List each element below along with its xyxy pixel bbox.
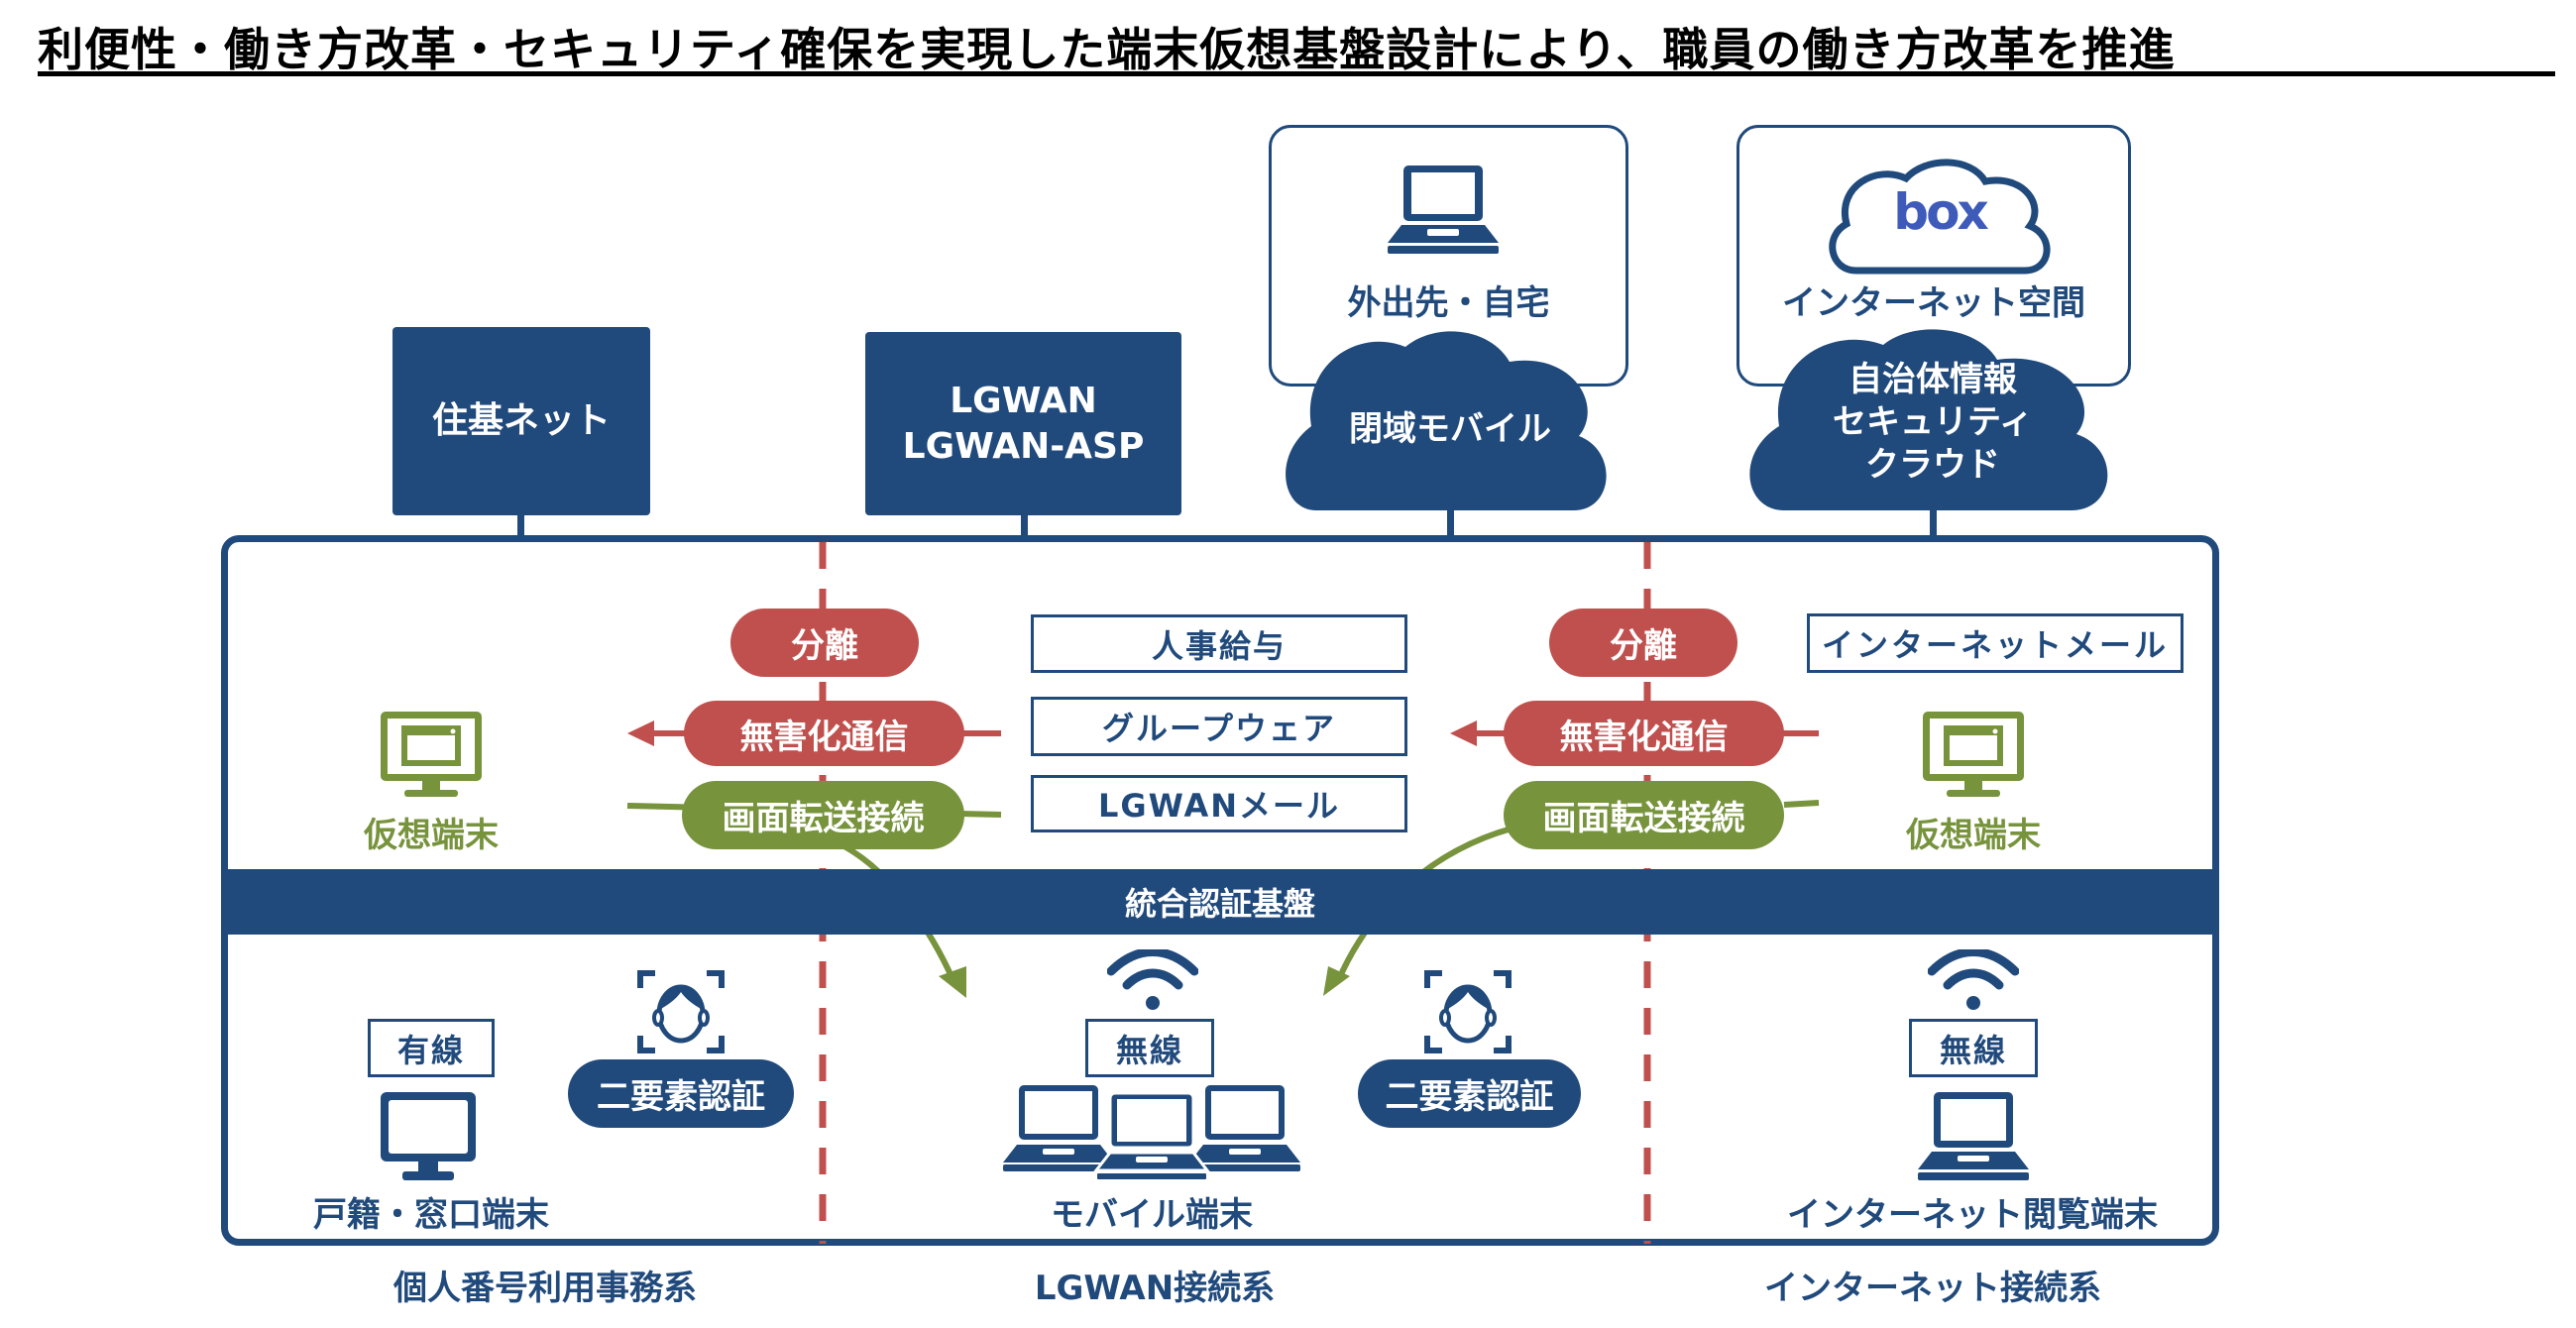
sanitize-arrowhead-right [1450,720,1477,746]
internet-browsing-terminal-label: インターネット閲覧端末 [1787,1195,2158,1235]
wifi-icon-internet [1928,949,2019,1010]
mobile-terminal-label: モバイル端末 [1051,1195,1253,1235]
face-auth-icon-left [637,970,725,1053]
title-underline [38,71,2555,76]
box-logo: box [1893,183,1988,241]
segment-name-lgwan: LGWAN接続系 [1034,1269,1276,1308]
laptop-icon [1388,166,1499,254]
service-internet-mail: インターネットメール [1807,613,2184,673]
sanitize-badge-right: 無害化通信 [1504,701,1784,766]
face-auth-icon-right [1424,970,1512,1053]
closed-mobile-cloud [1286,331,1607,510]
sanitize-badge-left: 無害化通信 [684,701,964,766]
screen-transfer-arrowhead-left [939,966,966,998]
outside-home-label: 外出先・自宅 [1347,283,1550,323]
service-hr-payroll: 人事給与 [1031,614,1407,673]
box-cloud-icon [1829,159,2051,275]
lgwan-node: LGWAN LGWAN-ASP [865,332,1181,515]
closed-mobile-label: 閉域モバイル [1349,409,1551,449]
internet-laptop-icon [1918,1092,2029,1180]
screen-transfer-line-right [1783,800,1820,808]
desktop-monitor-icon [381,1092,476,1180]
virtual-terminal-label-left: 仮想端末 [364,816,499,855]
wireless-label-internet: 無線 [1909,1019,2038,1077]
closed-mobile-connector [1447,510,1454,539]
screen-transfer-arrowhead-right [1323,966,1350,996]
service-groupware: グループウェア [1031,697,1407,756]
wired-label: 有線 [368,1019,495,1077]
two-factor-auth-badge-left: 二要素認証 [568,1059,794,1128]
virtual-terminal-label-right: 仮想端末 [1906,816,2041,855]
family-register-terminal-label: 戸籍・窓口端末 [313,1195,549,1235]
two-factor-auth-badge-right: 二要素認証 [1358,1059,1581,1128]
security-cloud-connector [1930,510,1937,539]
segment-name-personal: 個人番号利用事務系 [393,1269,697,1308]
segment-name-internet: インターネット接続系 [1764,1269,2101,1308]
virtual-terminal-icon-right [1923,712,2024,797]
separation-badge-right: 分離 [1549,609,1737,677]
security-cloud [1749,329,2108,510]
juki-net-node: 住基ネット [392,327,650,515]
page-title: 利便性・働き方改革・セキュリティ確保を実現した端末仮想基盤設計により、職員の働き… [38,23,2176,76]
juki-net-connector [517,515,524,539]
screen-transfer-badge-right: 画面転送接続 [1504,781,1784,849]
virtual-terminal-icon-left [381,712,482,797]
wifi-icon-lgwan [1107,949,1198,1010]
screen-transfer-badge-left: 画面転送接続 [682,781,964,849]
service-lgwan-mail: LGWANメール [1031,775,1407,832]
lgwan-connector [1021,515,1028,539]
security-cloud-label: 自治体情報 セキュリティ クラウド [1833,360,2033,485]
integrated-auth-band: 統合認証基盤 [224,869,2216,935]
mobile-laptops-icon [1003,1085,1300,1181]
sanitize-arrowhead-left [627,720,654,746]
wireless-label-lgwan: 無線 [1085,1019,1214,1077]
separation-badge-left: 分離 [730,609,919,677]
internet-space-label: インターネット空間 [1782,283,2085,323]
